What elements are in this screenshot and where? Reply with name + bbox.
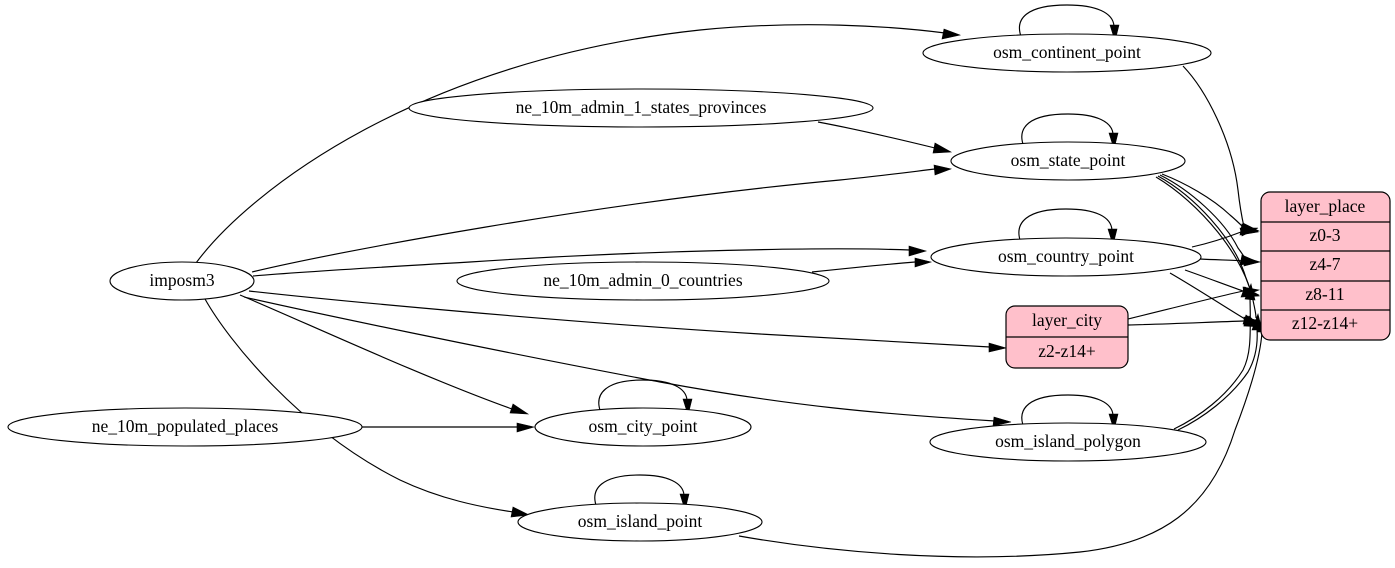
node-layer-place[interactable]: layer_place z0-3 z4-7 z8-11 z12-z14+ bbox=[1260, 191, 1391, 341]
node-ne-10m-populated-places-label: ne_10m_populated_places bbox=[92, 416, 279, 436]
node-imposm3-label: imposm3 bbox=[149, 270, 214, 290]
edge-layer-city-to-layer-place-z12-z14 bbox=[1127, 316, 1262, 327]
edge-layer-city-to-layer-place-z8-11 bbox=[1127, 286, 1261, 320]
node-osm-state-point-label: osm_state_point bbox=[1011, 150, 1126, 170]
node-osm-island-polygon[interactable]: osm_island_polygon bbox=[929, 422, 1207, 462]
self-loop-osm-continent-point bbox=[1018, 4, 1120, 43]
node-osm-country-point-label: osm_country_point bbox=[998, 246, 1134, 266]
node-layer-place-row-z12-z14[interactable]: z12-z14+ bbox=[1292, 313, 1358, 333]
self-loop-osm-island-polygon bbox=[1021, 394, 1119, 432]
node-layer-place-row-z4-7[interactable]: z4-7 bbox=[1309, 254, 1340, 274]
node-layer-place-title: layer_place bbox=[1285, 196, 1366, 216]
edge-ne-admin1-to-osm-state-point bbox=[817, 121, 953, 154]
edge-osm-country-point-to-layer-place-z0-3 bbox=[1191, 227, 1259, 248]
node-osm-island-point-label: osm_island_point bbox=[578, 511, 703, 531]
edge-layer bbox=[195, 4, 1268, 558]
edge-ne-populated-places-to-osm-city-point bbox=[362, 422, 536, 433]
node-imposm3[interactable]: imposm3 bbox=[109, 261, 255, 301]
node-osm-continent-point-label: osm_continent_point bbox=[993, 42, 1141, 62]
edge-imposm3-to-osm-country-point bbox=[252, 245, 928, 277]
self-loop-osm-country-point bbox=[1018, 208, 1118, 247]
edge-imposm3-to-osm-state-point bbox=[251, 164, 953, 273]
node-ne-10m-admin-1-states-provinces-label: ne_10m_admin_1_states_provinces bbox=[516, 97, 767, 117]
edge-ne-admin0-to-osm-country-point bbox=[811, 257, 933, 273]
node-layer-city[interactable]: layer_city z2-z14+ bbox=[1005, 305, 1129, 369]
node-osm-continent-point[interactable]: osm_continent_point bbox=[922, 33, 1212, 73]
node-ne-10m-admin-1-states-provinces[interactable]: ne_10m_admin_1_states_provinces bbox=[408, 88, 874, 128]
node-osm-state-point[interactable]: osm_state_point bbox=[950, 141, 1186, 181]
self-loop-osm-island-point bbox=[594, 474, 690, 512]
edge-imposm3-to-osm-island-point bbox=[204, 298, 531, 518]
edge-osm-country-point-to-layer-place-z4-7 bbox=[1199, 256, 1262, 267]
node-osm-city-point-label: osm_city_point bbox=[589, 416, 698, 436]
node-ne-10m-populated-places[interactable]: ne_10m_populated_places bbox=[7, 407, 363, 447]
edge-imposm3-to-layer-city bbox=[248, 290, 1008, 353]
self-loop-osm-state-point bbox=[1021, 113, 1119, 151]
node-layer-place-row-z8-11[interactable]: z8-11 bbox=[1305, 284, 1344, 304]
edge-imposm3-to-osm-city-point bbox=[239, 294, 530, 415]
edge-osm-island-polygon-to-layer-place-z8-11 bbox=[1173, 283, 1256, 430]
node-ne-10m-admin-0-countries-label: ne_10m_admin_0_countries bbox=[543, 270, 742, 290]
node-layer-place-row-z0-3[interactable]: z0-3 bbox=[1309, 225, 1340, 245]
edge-imposm3-to-osm-island-polygon bbox=[243, 296, 1012, 427]
node-ne-10m-admin-0-countries[interactable]: ne_10m_admin_0_countries bbox=[456, 261, 830, 301]
self-loop-osm-city-point bbox=[598, 379, 693, 417]
node-layer: imposm3 ne_10m_admin_1_states_provinces … bbox=[7, 33, 1391, 542]
node-osm-island-point[interactable]: osm_island_point bbox=[517, 502, 763, 542]
edge-osm-state-point-to-layer-place-z0-3 bbox=[1161, 173, 1259, 236]
node-layer-city-title: layer_city bbox=[1032, 310, 1102, 330]
edge-osm-island-polygon-to-layer-place-z12-z14 bbox=[1177, 312, 1263, 431]
node-osm-island-polygon-label: osm_island_polygon bbox=[995, 431, 1141, 451]
edge-osm-continent-point-to-layer-place-z0-3 bbox=[1182, 65, 1260, 235]
node-osm-city-point[interactable]: osm_city_point bbox=[534, 407, 752, 447]
edge-imposm3-to-osm-continent-point bbox=[195, 24, 962, 264]
node-osm-country-point[interactable]: osm_country_point bbox=[930, 237, 1202, 277]
node-layer-city-row-z2-z14[interactable]: z2-z14+ bbox=[1038, 341, 1096, 361]
